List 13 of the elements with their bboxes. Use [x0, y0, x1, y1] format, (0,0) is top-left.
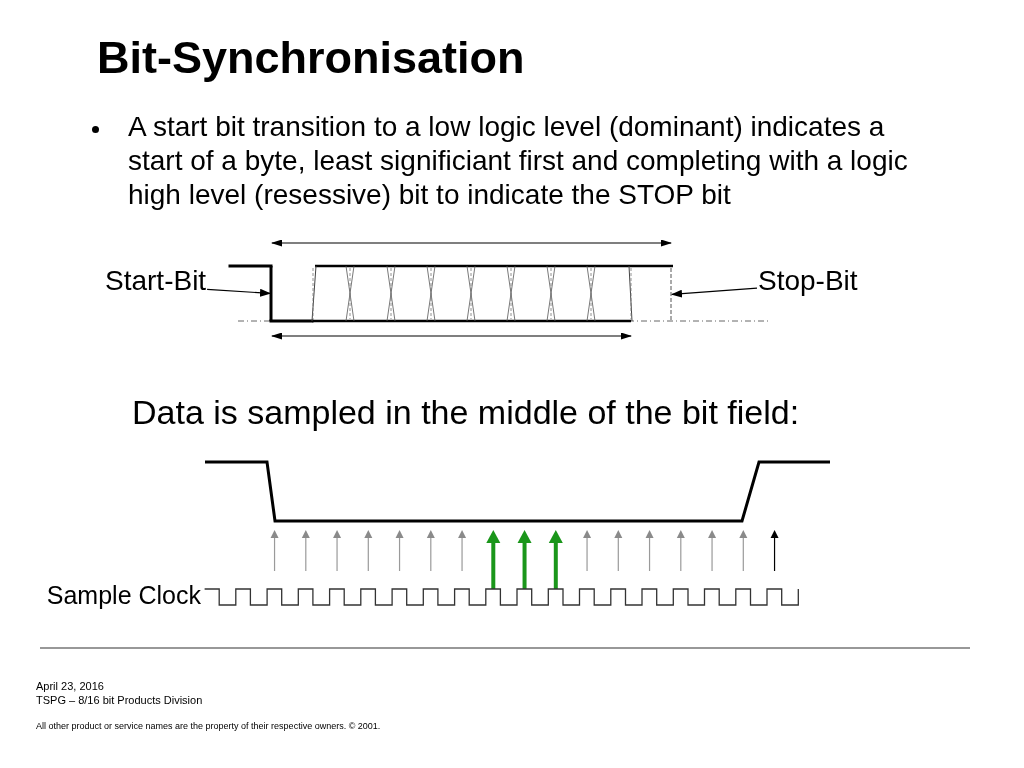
waveform-label: Sample Clock [46, 580, 201, 610]
callout-label: Start-Bit [105, 265, 207, 297]
leader-line [671, 287, 758, 298]
leader-line [206, 288, 271, 297]
stop-boundary-line [670, 267, 672, 322]
bullet-paragraph: A start bit transition to a low logic level (dominant) indicates a start of a byte, least significiant first and completing with a logic high level (resessive) bit to indicate the STOP bit [128, 110, 909, 212]
falling-edge-line [269, 266, 273, 321]
section-heading: Data is sampled in the middle of the bit field: [132, 392, 800, 432]
footer-division: TSPG – 8/16 bit Products Division [36, 694, 203, 707]
footer-notice: All other product or service names are the property of their respective owners. © 2001. [36, 721, 382, 732]
callout-label: Stop-Bit [758, 265, 858, 297]
footer-date: April 23, 2016 [36, 680, 104, 693]
slide-title: Bit-Synchronisation [97, 33, 525, 83]
